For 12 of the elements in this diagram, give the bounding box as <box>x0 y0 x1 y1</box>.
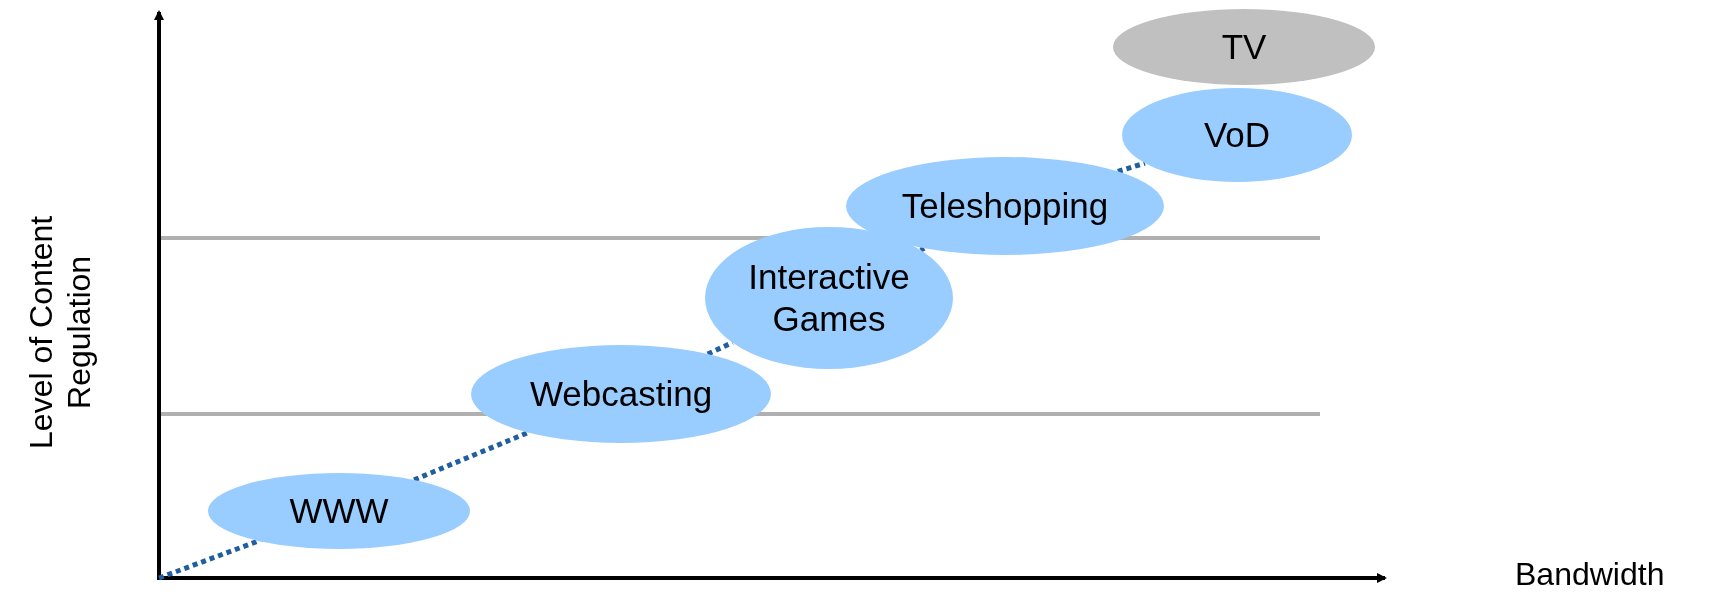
dotted-connector <box>413 430 530 483</box>
axis-title: Level of Content Regulation <box>21 214 98 451</box>
ellipse-node: VoD <box>1122 88 1352 182</box>
ellipse-node: WWW <box>208 473 470 549</box>
ellipse-node: Interactive Games <box>705 227 953 369</box>
axis-title: Bandwidth <box>1515 556 1665 593</box>
dotted-connector <box>158 538 260 581</box>
dotted-connector <box>1117 160 1146 174</box>
dotted-connector <box>919 246 926 253</box>
ellipse-node: Webcasting <box>471 345 771 443</box>
ellipse-node: TV <box>1113 9 1375 85</box>
ellipse-node: Teleshopping <box>846 157 1164 255</box>
